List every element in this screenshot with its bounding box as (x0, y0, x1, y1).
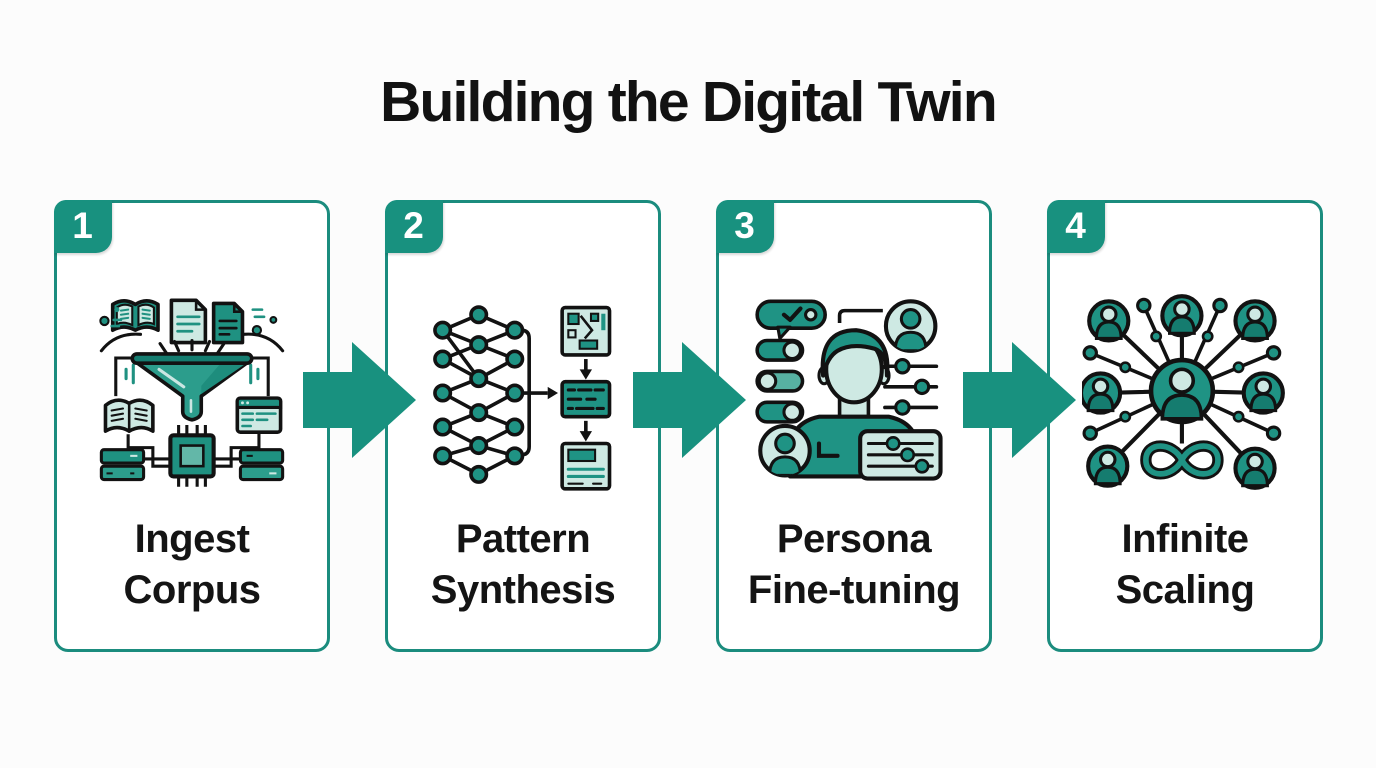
step-label-line2: Scaling (1115, 567, 1255, 612)
network-scaling-infinity-icon (1082, 289, 1288, 495)
toggle-switch-icon (755, 400, 805, 424)
open-book-icon (110, 299, 160, 333)
step-label: Pattern Synthesis (388, 514, 658, 615)
neural-network-icon (441, 313, 516, 477)
step-card-ingest-corpus: 1 (53, 199, 330, 652)
central-avatar-icon (1148, 357, 1216, 425)
flow-arrow-icon (633, 342, 746, 458)
chip-icon (168, 424, 216, 487)
neural-network-synthesis-icon (420, 289, 626, 495)
arrow-right-icon (523, 386, 559, 400)
page-title: Building the Digital Twin (380, 70, 998, 134)
step-number-badge: 1 (53, 199, 112, 253)
speech-bubble-check-icon (755, 299, 827, 340)
flow-arrow-icon (963, 342, 1076, 458)
step-card-persona-fine-tuning: 3 (715, 199, 992, 652)
step-label-line2: Fine-tuning (747, 567, 961, 612)
data-table-icon (235, 396, 283, 434)
step-label: Ingest Corpus (57, 514, 327, 615)
avatar-icon (883, 299, 938, 353)
slider-icon (883, 358, 939, 416)
steps-row: 1 (53, 199, 1323, 652)
step-label-line2: Synthesis (430, 567, 616, 612)
ingest-corpus-funnel-icon (89, 289, 295, 495)
pattern-map-icon (560, 305, 612, 357)
avatar-icon (1089, 301, 1128, 340)
avatar-icon (1162, 296, 1201, 335)
document-icon (169, 298, 208, 345)
database-icon (238, 448, 285, 482)
step-label-line1: Pattern (455, 517, 591, 562)
spoke-dots (1082, 297, 1282, 441)
persona-tuning-icon (755, 299, 943, 481)
open-book-icon (103, 398, 155, 433)
toggle-switch-icon (755, 369, 805, 393)
avatar-icon (1082, 373, 1120, 412)
database-icon (99, 448, 146, 482)
funnel-icon (130, 352, 254, 422)
step-label-line1: Ingest (134, 517, 250, 562)
persona-tuning-icon (751, 289, 957, 495)
ingest-corpus-funnel-icon (99, 298, 285, 487)
avatar-icon (1235, 301, 1274, 340)
sparkle-dots (99, 307, 278, 336)
step-card-infinite-scaling: 4 (1046, 199, 1323, 652)
flow-arrow-icon (303, 342, 416, 458)
frame-bracket (837, 308, 883, 323)
neural-network-synthesis-icon (433, 305, 612, 491)
step-label: Persona Fine-tuning (719, 514, 989, 615)
document-icon (211, 301, 245, 345)
step-label-line1: Infinite (1121, 517, 1249, 562)
network-spokes (1089, 304, 1275, 470)
settings-panel-icon (858, 429, 943, 481)
avatar-icon (758, 423, 812, 478)
avatar-icon (1088, 447, 1127, 486)
step-number-badge: 3 (715, 199, 774, 253)
avatar-icon (1244, 373, 1283, 412)
step-card-pattern-synthesis: 2 (384, 199, 661, 652)
step-label: Infinite Scaling (1050, 514, 1320, 615)
avatar-icon (1235, 449, 1274, 488)
step-number-badge: 2 (384, 199, 443, 253)
step-number-badge: 4 (1046, 199, 1105, 253)
encoded-data-icon (560, 379, 612, 419)
output-document-icon (560, 441, 612, 491)
infinity-icon (1140, 440, 1224, 480)
toggle-switch-icon (755, 338, 805, 362)
network-scaling-infinity-icon (1082, 289, 1288, 495)
step-label-line2: Corpus (123, 567, 262, 612)
step-label-line1: Persona (776, 517, 932, 562)
